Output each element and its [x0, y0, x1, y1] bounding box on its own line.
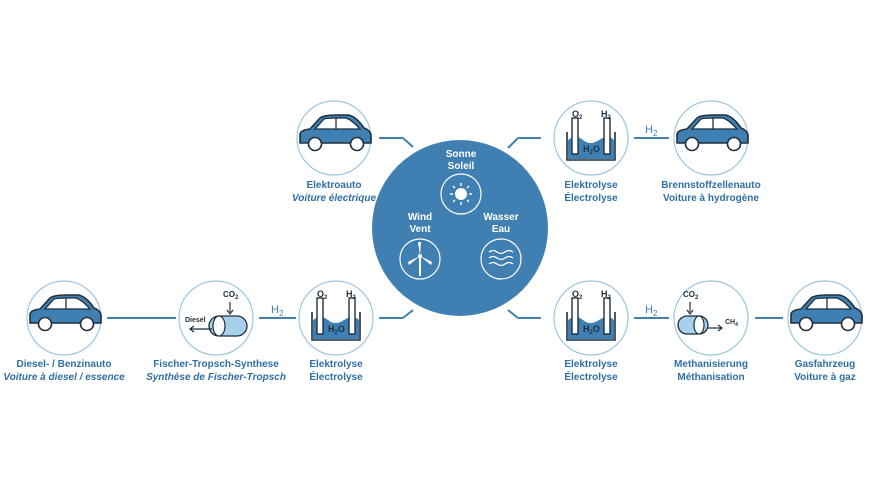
svg-text:H2O: H2O: [328, 324, 345, 336]
h2-label-top-right: H2: [645, 124, 658, 138]
hub-wind-label-de: Wind: [408, 212, 432, 223]
svg-text:CH4: CH4: [725, 319, 738, 328]
electrolysis-icon-top-right: O2 H2 H2O: [566, 109, 616, 161]
wind-turbine-icon: [399, 238, 441, 280]
reactor-icon-methanisation: CO2 CH4: [677, 290, 738, 335]
renewable-energy-hub: Sonne Soleil Wind Vent Wasser Eau: [372, 140, 548, 316]
hub-sun-label-de: Sonne: [446, 149, 477, 160]
svg-text:H2: H2: [601, 109, 612, 121]
label-elektroauto: Elektroauto Voiture électrique: [291, 180, 377, 204]
electrolysis-icon-bottom-right: O2 H2 H2O: [566, 289, 616, 341]
label-elektrolyse-bottom-right: Elektrolyse Électrolyse: [564, 359, 618, 383]
label-diesel-benzinauto: Diesel- / Benzinauto Voiture à diesel / …: [3, 359, 125, 383]
reactor-icon-fischer-tropsch: CO2 Diesel: [185, 290, 248, 337]
hub-wind-label-fr: Vent: [409, 224, 431, 235]
svg-text:CO2: CO2: [223, 290, 239, 301]
label-elektrolyse-bottom-left: Elektrolyse Électrolyse: [309, 359, 363, 383]
svg-text:H2O: H2O: [583, 144, 600, 156]
h2-label-bottom-right: H2: [645, 304, 658, 318]
label-elektrolyse-top-right: Elektrolyse Électrolyse: [564, 180, 618, 204]
svg-text:H2: H2: [346, 289, 357, 301]
label-brennstoffzellenauto: Brennstoffzellenauto Voiture à hydrogène: [661, 180, 761, 204]
svg-text:O2: O2: [572, 109, 583, 121]
h2-label-left: H2: [271, 304, 284, 318]
sun-icon: [440, 173, 482, 215]
svg-text:CO2: CO2: [683, 290, 699, 301]
hub-water-label-fr: Eau: [492, 224, 510, 235]
svg-text:H2: H2: [601, 289, 612, 301]
svg-text:H2O: H2O: [583, 324, 600, 336]
electrolysis-icon-bottom-left: O2 H2 H2O: [311, 289, 361, 341]
hub-sun-label-fr: Soleil: [448, 161, 475, 172]
waves-icon: [480, 238, 522, 280]
label-fischer-tropsch: Fischer-Tropsch-Synthese Synthèse de Fis…: [146, 359, 286, 383]
svg-text:O2: O2: [317, 289, 328, 301]
hub-water-label-de: Wasser: [483, 212, 518, 223]
connector-lines: [107, 137, 783, 319]
label-gasfahrzeug: Gasfahrzeug Voiture à gaz: [794, 359, 856, 383]
label-methanisierung: Methanisierung Méthanisation: [674, 359, 748, 383]
svg-text:O2: O2: [572, 289, 583, 301]
diesel-output-label: Diesel: [185, 317, 206, 324]
